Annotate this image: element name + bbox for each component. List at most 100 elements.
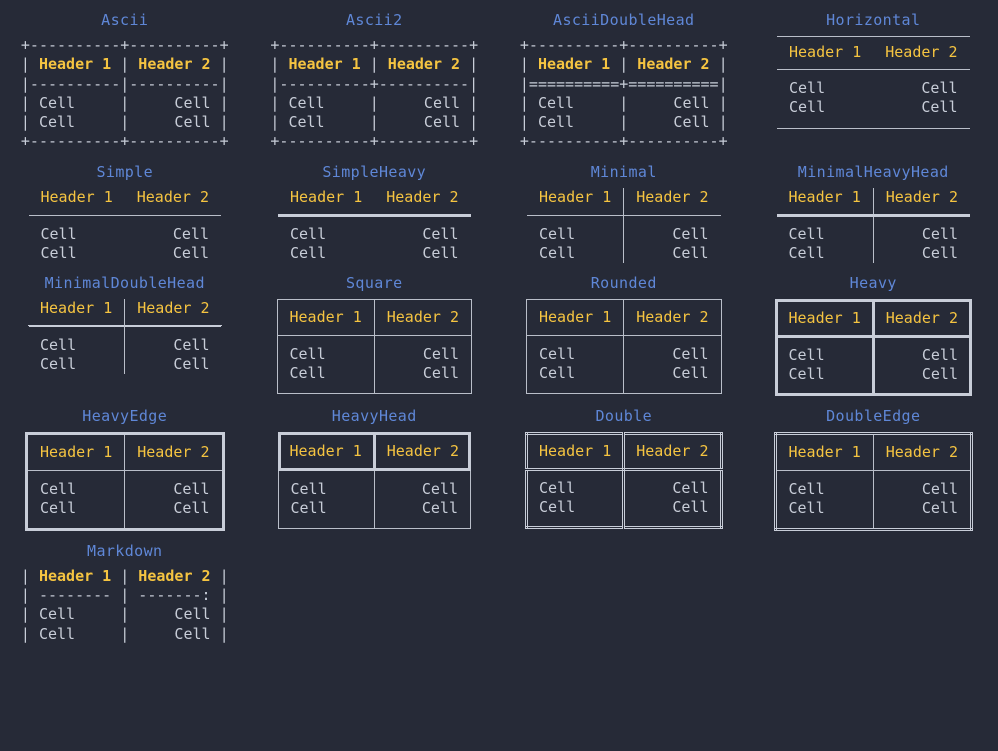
style-title: Square [345, 273, 403, 292]
column-header: Header 1 [776, 300, 875, 338]
table-cell: Cell [775, 498, 874, 530]
table-cell: Cell [672, 363, 709, 382]
column-header: Header 2 [136, 187, 209, 206]
table-cell: Cell [672, 497, 709, 516]
column-header: Header 2 [885, 187, 958, 206]
style-title: HeavyHead [331, 406, 417, 425]
style-title: MinimalDoubleHead [44, 273, 205, 292]
table-cell: Cell [28, 354, 126, 374]
column-header: Header 1 [278, 433, 376, 471]
table-cell: Cell [277, 335, 375, 364]
table-cell: Cell [789, 79, 826, 97]
style-title: Horizontal [826, 11, 921, 29]
table-cell: Cell [278, 498, 375, 529]
table-style-gallery: Ascii+----------+----------+ | Header 1 … [0, 0, 998, 644]
column-header: Header 2 [386, 187, 459, 206]
ascii-table-markdown: | Header 1 | Header 2 | | -------- | ---… [20, 566, 229, 643]
style-title: MinimalHeavyHead [797, 162, 949, 181]
column-header: Header 1 [277, 299, 375, 336]
table-cell: Cell [527, 215, 625, 244]
table-cell: Cell [422, 224, 459, 243]
table-cell: Cell [40, 224, 77, 243]
column-header: Header 1 [28, 298, 126, 326]
style-card-markdown: Markdown| Header 1 | Header 2 | | ------… [0, 531, 250, 644]
table-cell: Cell [921, 243, 958, 262]
table-cell: Cell [172, 243, 209, 262]
table-cell: Cell [422, 344, 459, 363]
column-header: Header 1 [789, 43, 862, 61]
column-header: Header 1 [526, 299, 625, 336]
ascii-table-asciidoublehead: +----------+----------+ | Header 1 | Hea… [519, 36, 728, 151]
table-cell: Cell [776, 336, 875, 365]
style-title: AsciiDoubleHead [553, 11, 695, 29]
table-cell: Cell [672, 344, 709, 363]
table-cell: Cell [422, 363, 459, 382]
table-cell: Cell [172, 224, 209, 243]
column-header: Header 1 [775, 433, 874, 471]
style-title: DoubleEdge [826, 406, 921, 425]
style-title: Minimal [590, 162, 657, 181]
table-row: Cell Cell [527, 215, 721, 244]
table-cell: Cell [921, 479, 958, 498]
column-header: Header 2 [623, 433, 721, 471]
table-cell: Cell [921, 79, 958, 97]
column-header: Header 2 [885, 43, 958, 61]
table-cell: Cell [26, 498, 126, 530]
table-cell: Cell [526, 335, 625, 364]
table-cell: Cell [921, 345, 958, 364]
table-header-row: Header 1 Header 2 [527, 187, 721, 216]
table-row: Cell Cell [777, 98, 970, 129]
column-header: Header 1 [26, 433, 126, 471]
table-cell: Cell [776, 364, 875, 395]
table-cell: Cell [173, 498, 210, 517]
table-row: Cell Cell [777, 70, 970, 99]
column-header: Header 2 [636, 187, 709, 206]
table-cell: Cell [775, 470, 874, 499]
table-cell: Cell [290, 243, 327, 262]
column-header: Header 2 [374, 299, 472, 336]
table-cell: Cell [789, 98, 826, 116]
table-row: Cell Cell [526, 335, 722, 364]
table-cell: Cell [173, 354, 210, 373]
style-card-ascii: Ascii+----------+----------+ | Header 1 … [0, 0, 250, 152]
table-cell: Cell [921, 98, 958, 116]
table-header-row: Header 1 Header 2 [777, 37, 970, 70]
table-cell: Cell [173, 479, 210, 498]
column-header: Header 1 [527, 187, 625, 216]
column-header: Header 1 [290, 187, 363, 206]
column-header: Header 2 [873, 433, 972, 471]
table-cell: Cell [421, 479, 458, 498]
table-cell: Cell [40, 243, 77, 262]
column-header: Header 1 [526, 433, 626, 471]
column-header: Header 2 [623, 299, 721, 336]
style-title: Heavy [849, 273, 897, 292]
table-cell: Cell [672, 224, 709, 243]
